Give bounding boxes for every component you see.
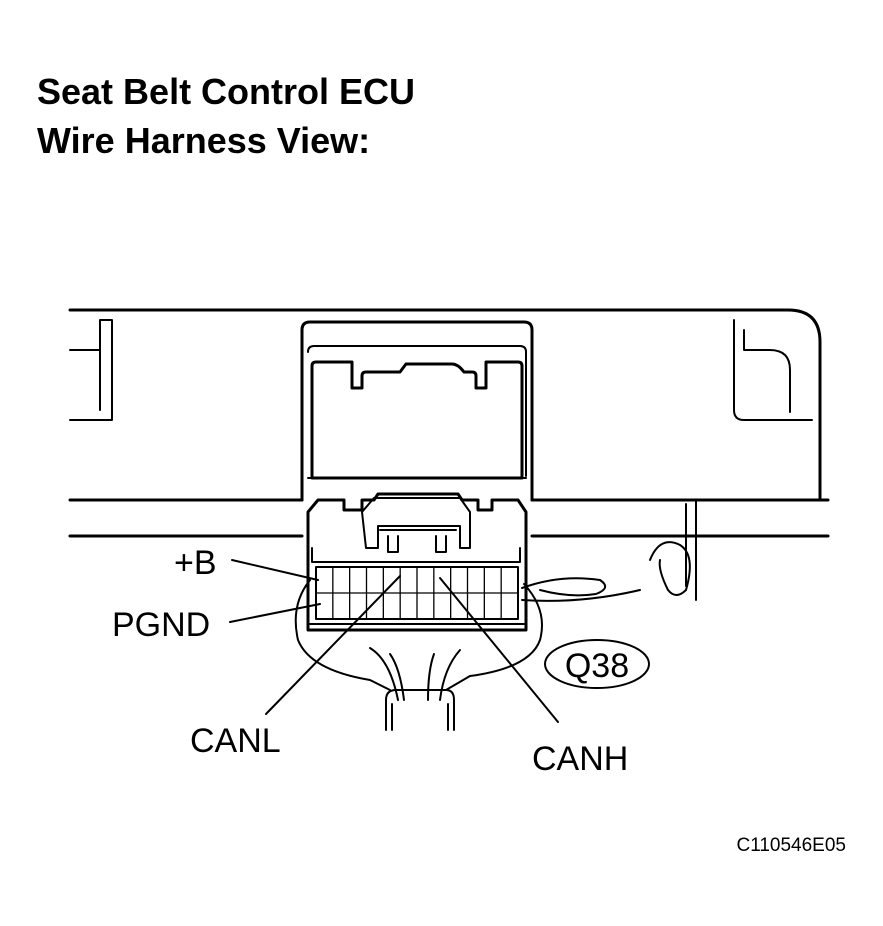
ecu-housing: [68, 308, 830, 601]
title-line-1: Seat Belt Control ECU: [37, 71, 415, 112]
connector-code-badge: Q38: [544, 639, 650, 689]
leader-lines: [229, 559, 559, 723]
wire-bundle: [294, 577, 641, 731]
pin-label-pgnd: PGND: [112, 606, 210, 644]
title-line-2: Wire Harness View:: [37, 120, 370, 161]
connector-code: Q38: [565, 647, 629, 685]
figure-id: C110546E05: [736, 835, 846, 856]
pin-label-canl: CANL: [190, 722, 281, 760]
pin-label-plus-b: +B: [174, 544, 217, 582]
harness-connector: [306, 492, 528, 632]
pin-label-canh: CANH: [532, 740, 628, 778]
ecu-receptacle: [300, 320, 534, 502]
